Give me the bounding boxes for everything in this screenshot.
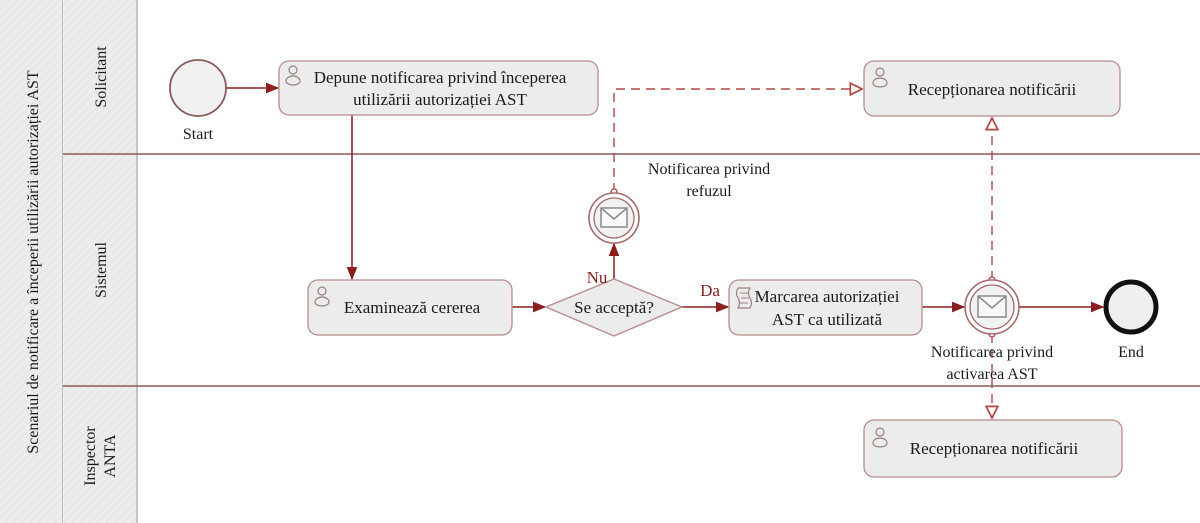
task-submit-notification[interactable]: Depune notificarea privind începerea uti… [278, 60, 599, 116]
task-receive-solicitant-label: Recepționarea notificării [908, 80, 1077, 99]
end-event-label: End [1118, 344, 1144, 361]
refusal-label-line1: Notificarea privind [648, 161, 770, 178]
lane-header-inspector [63, 386, 137, 523]
task-mark-authorization[interactable]: Marcarea autorizației AST ca utilizată [728, 279, 923, 336]
user-icon [314, 286, 330, 307]
sequence-flows [226, 82, 1105, 313]
envelope-icon [977, 295, 1007, 318]
task-mark-label-line1: Marcarea autorizației [755, 287, 900, 306]
end-event[interactable]: End [1103, 279, 1159, 361]
lane-label-sistemul: Sistemul [93, 241, 110, 298]
gateway-accept[interactable]: Se acceptă? Nu Da [544, 268, 720, 337]
start-event-label: Start [183, 126, 214, 143]
task-mark-label-line2: AST ca utilizată [772, 310, 883, 329]
task-submit-label-line2: utilizării autorizației AST [353, 90, 527, 109]
user-icon [872, 67, 888, 88]
activation-label-line1: Notificarea privind [931, 344, 1053, 361]
lane-label-inspector-line1: Inspector [82, 426, 99, 486]
task-examine-label: Examinează cererea [344, 298, 481, 317]
gateway-branch-no: Nu [587, 268, 608, 287]
pool-header [0, 0, 63, 523]
task-receive-solicitant[interactable]: Recepționarea notificării [863, 60, 1121, 117]
start-event[interactable]: Start [169, 59, 227, 143]
task-submit-label-line1: Depune notificarea privind începerea [314, 68, 567, 87]
lane-label-solicitant: Solicitant [93, 46, 110, 108]
task-receive-inspector-label: Recepționarea notificării [910, 439, 1079, 458]
gateway-branch-yes: Da [700, 281, 720, 300]
message-flows [610, 89, 995, 418]
envelope-icon [600, 207, 628, 228]
task-examine-request[interactable]: Examinează cererea [307, 279, 513, 336]
gateway-label: Se acceptă? [574, 298, 654, 317]
script-icon [735, 287, 753, 309]
lane-label-inspector-line2: ANTA [102, 434, 119, 478]
refusal-label-line2: refuzul [686, 183, 732, 200]
lane-header-sistemul [63, 154, 137, 386]
event-activation-notification[interactable]: Notificarea privind activarea AST [931, 279, 1053, 383]
user-icon [285, 65, 301, 86]
pool-title: Scenariul de notificare a începerii util… [25, 70, 42, 454]
user-icon [872, 427, 888, 448]
activation-label-line2: activarea AST [946, 366, 1037, 383]
event-refusal-notification[interactable]: Notificarea privind refuzul [588, 161, 770, 244]
task-receive-inspector[interactable]: Recepționarea notificării [863, 419, 1123, 478]
lane-header-solicitant [63, 0, 137, 154]
msgflow-refusal-to-solicitant[interactable] [613, 89, 862, 192]
